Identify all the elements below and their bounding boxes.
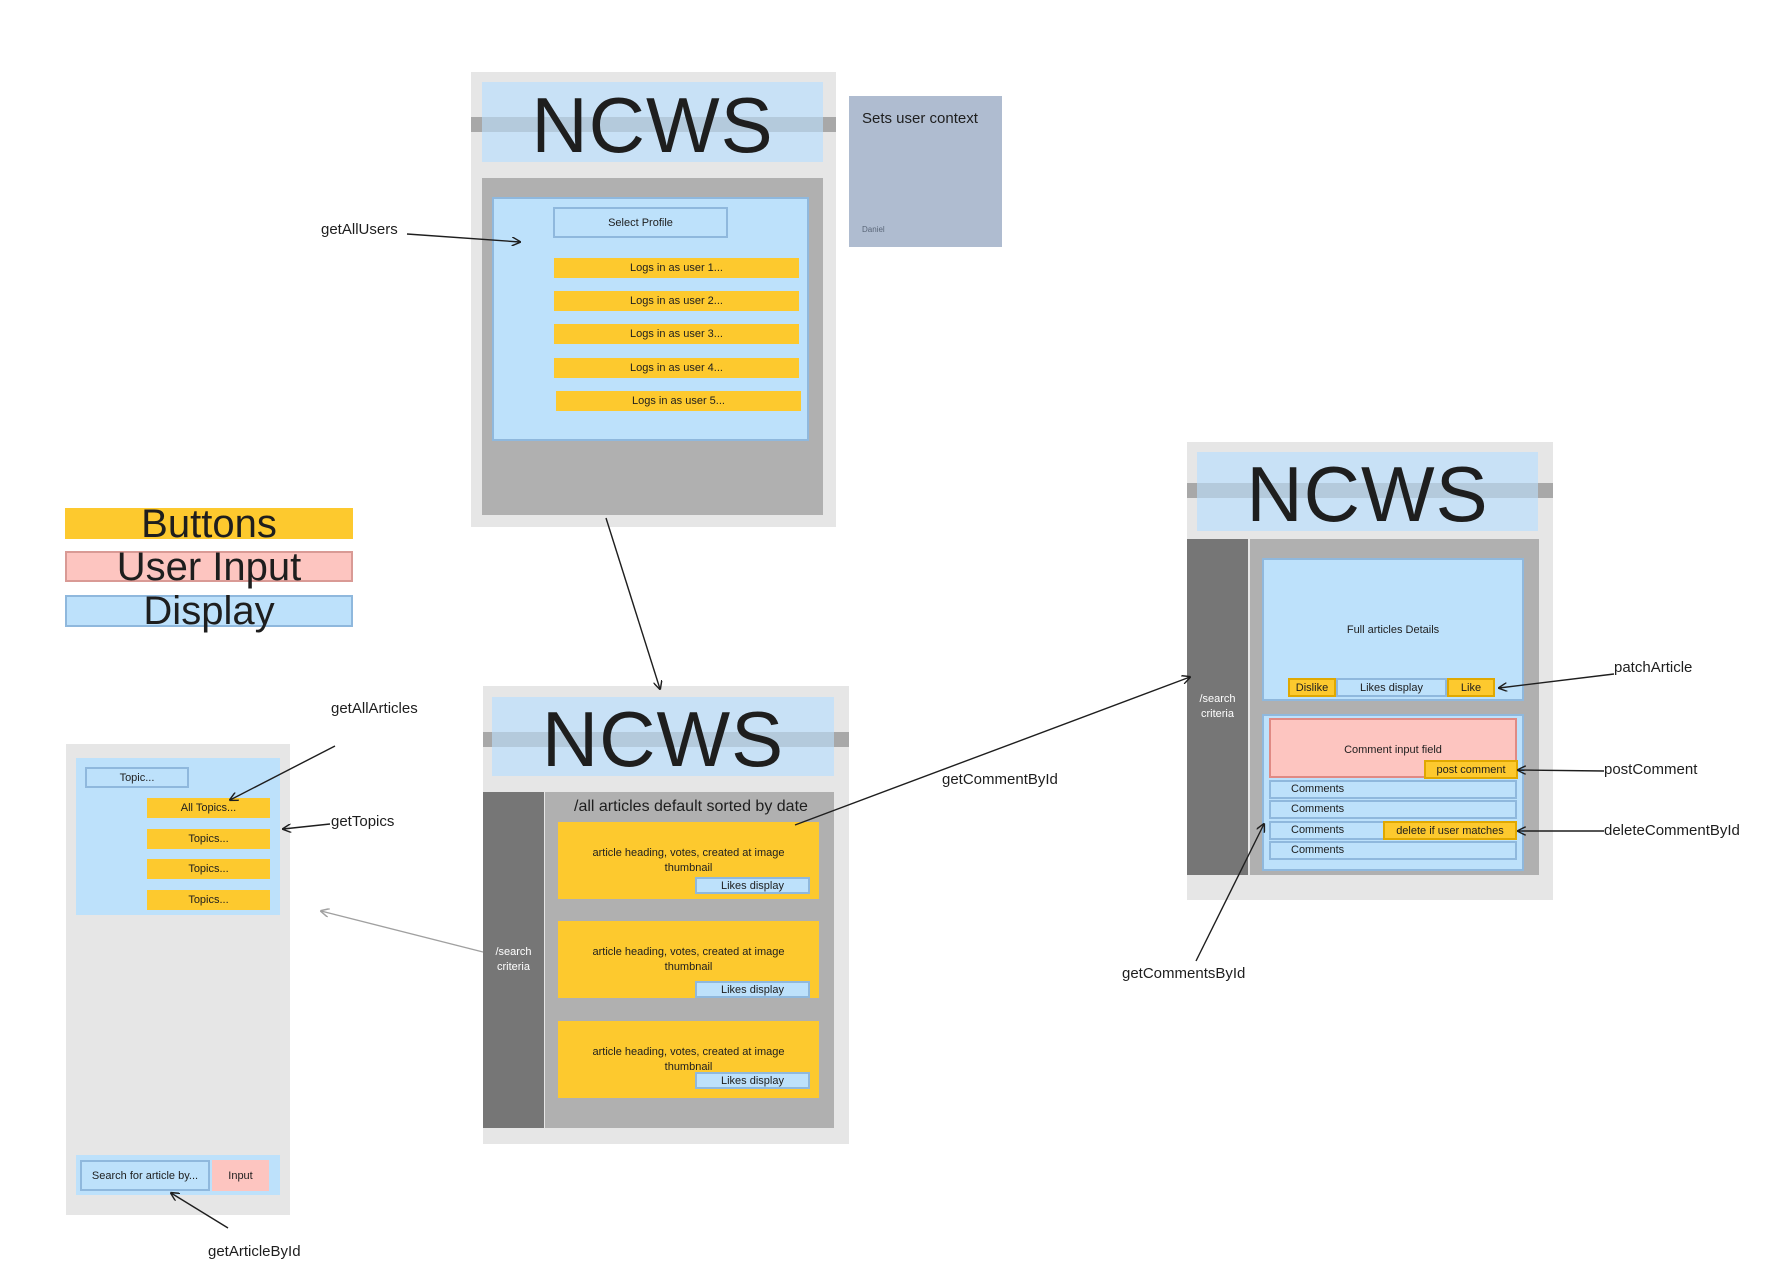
login-user-button[interactable]: Logs in as user 4... <box>554 358 799 378</box>
article-card-text: article heading, votes, created at image… <box>592 1046 785 1073</box>
article-details-panel <box>1262 558 1524 701</box>
arrow-getCommentsById <box>1195 824 1264 962</box>
label-getCommentsById: getCommentsById <box>1122 965 1246 982</box>
likes-display: Likes display <box>695 1072 810 1089</box>
label-getTopics: getTopics <box>331 813 395 830</box>
topic-button[interactable]: Topics... <box>147 890 270 910</box>
topic-button[interactable]: Topics... <box>147 829 270 849</box>
label-getCommentById: getCommentById <box>942 771 1058 788</box>
likes-display: Likes display <box>1336 678 1447 697</box>
select-profile-label: Select Profile <box>553 207 728 238</box>
arrow-getCommentById <box>794 677 1190 826</box>
comment-row: Comments <box>1269 800 1517 819</box>
articles-search-sidebar[interactable]: /search criteria <box>483 792 544 1128</box>
label-deleteCommentById: deleteCommentById <box>1604 822 1740 839</box>
search-input[interactable]: Input <box>212 1160 269 1191</box>
arrow-login-to-articles <box>605 517 660 689</box>
login-user-button[interactable]: Logs in as user 5... <box>556 391 801 411</box>
topic-button[interactable]: Topics... <box>147 859 270 879</box>
login-logo: NCWS <box>531 81 774 169</box>
arrow-postComment <box>1518 770 1605 771</box>
article-card-text: article heading, votes, created at image… <box>592 946 785 973</box>
article-logo: NCWS <box>1246 450 1489 538</box>
arrow-getArticleById <box>171 1193 229 1229</box>
likes-display: Likes display <box>695 877 810 894</box>
post-comment-button[interactable]: post comment <box>1424 760 1518 779</box>
label-getArticleById: getArticleById <box>208 1243 301 1260</box>
article-card-text: article heading, votes, created at image… <box>592 847 785 874</box>
comment-input-label: Comment input field <box>1344 744 1442 756</box>
arrow-search-criteria <box>321 911 484 953</box>
comment-row: Comments <box>1269 841 1517 860</box>
delete-comment-button[interactable]: delete if user matches <box>1383 821 1517 840</box>
sticky-note <box>849 96 1002 247</box>
article-details-label: Full articles Details <box>1346 624 1440 636</box>
comment-text: Comments <box>1291 824 1345 836</box>
comment-text: Comments <box>1291 803 1345 815</box>
label-getAllArticles: getAllArticles <box>331 700 418 717</box>
sticky-note-author: Daniel <box>862 225 885 234</box>
comment-row: Comments <box>1269 780 1517 799</box>
articles-logo: NCWS <box>541 695 785 783</box>
topic-button[interactable]: All Topics... <box>147 798 270 818</box>
arrow-patchArticle <box>1499 673 1615 688</box>
likes-display: Likes display <box>695 981 810 998</box>
label-getAllUsers: getAllUsers <box>321 221 398 238</box>
login-user-button[interactable]: Logs in as user 3... <box>554 324 799 344</box>
header-band <box>492 732 834 747</box>
arrow-getAllArticles <box>230 745 336 800</box>
like-button[interactable]: Like <box>1447 678 1495 697</box>
label-patchArticle: patchArticle <box>1614 659 1693 676</box>
header-band <box>1197 483 1538 498</box>
article-card[interactable]: article heading, votes, created at image… <box>558 921 819 998</box>
arrow-getTopics <box>283 823 331 829</box>
sticky-note-text: Sets user context <box>862 110 978 127</box>
articles-heading: /all articles default sorted by date <box>574 798 808 815</box>
arrow-getAllUsers <box>406 233 520 242</box>
topic-label: Topic... <box>85 767 189 788</box>
comment-input[interactable]: Comment input field <box>1269 718 1517 778</box>
comment-text: Comments <box>1291 844 1345 856</box>
dislike-button[interactable]: Dislike <box>1288 678 1336 697</box>
login-user-button[interactable]: Logs in as user 2... <box>554 291 799 311</box>
search-label: Search for article by... <box>80 1160 210 1191</box>
header-band <box>482 117 823 132</box>
legend-display: Display <box>65 591 353 631</box>
sidebar-label: /search criteria <box>495 946 532 973</box>
comment-text: Comments <box>1291 783 1345 795</box>
article-search-sidebar[interactable]: /search criteria <box>1187 539 1248 875</box>
login-user-button[interactable]: Logs in as user 1... <box>554 258 799 278</box>
label-postComment: postComment <box>1604 761 1698 778</box>
legend-buttons: Buttons <box>65 504 353 544</box>
sidebar-label: /search criteria <box>1199 693 1236 720</box>
legend-user-input: User Input <box>65 547 353 587</box>
